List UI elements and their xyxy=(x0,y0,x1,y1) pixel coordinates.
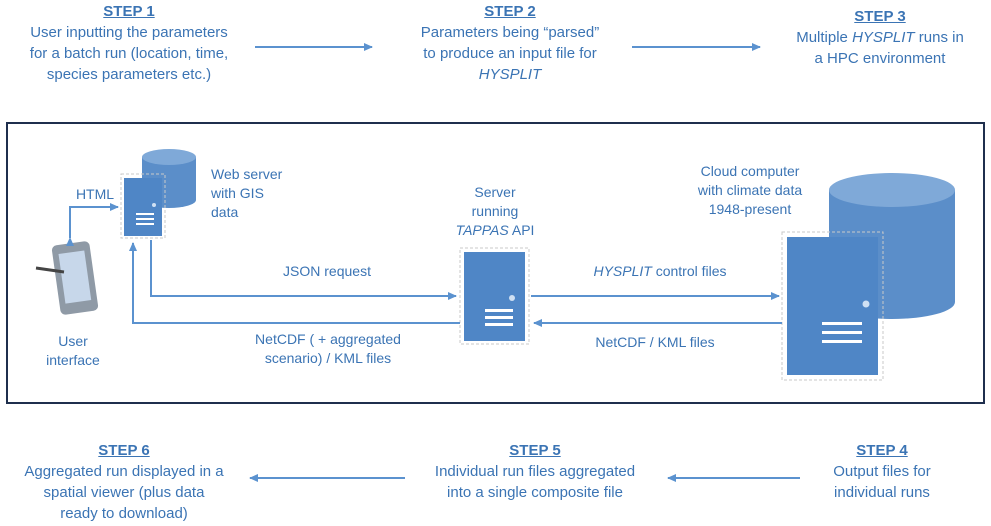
step-6-line-1: Aggregated run displayed in a xyxy=(24,463,224,480)
step-5-line-1: Individual run files aggregated xyxy=(434,463,636,480)
tappas-server-label-line-2: running xyxy=(471,203,519,219)
step-5-title: STEP 5 xyxy=(509,442,561,459)
netcdf-aggregated-line-2: scenario) / KML files xyxy=(264,350,392,366)
step-1-line-3: species parameters etc.) xyxy=(46,66,212,83)
step-3-line-2: a HPC environment xyxy=(814,50,946,67)
step-1-line-1: User inputting the parameters xyxy=(30,24,228,41)
web-server-tower-icon xyxy=(120,173,166,239)
step-6-line-2: spatial viewer (plus data xyxy=(43,484,205,501)
step-3-line-1-italic: HYSPLIT xyxy=(852,29,915,46)
arrow-netcdf-aggregated-return xyxy=(129,242,460,324)
cloud-computer-label-line-1: Cloud computer xyxy=(700,163,800,179)
cloud-computer-tower-icon xyxy=(781,231,884,381)
step-3-title: STEP 3 xyxy=(854,8,906,25)
netcdf-aggregated-label: NetCDF ( + aggregated scenario) / KML fi… xyxy=(228,330,428,368)
step-4-line-2: individual runs xyxy=(834,484,930,501)
tappas-api-text: API xyxy=(508,222,535,238)
step-2-line-1: Parameters being “parsed” xyxy=(420,24,600,41)
hysplit-italic: HYSPLIT xyxy=(593,263,652,279)
cloud-computer-label-line-2: with climate data xyxy=(697,182,803,198)
control-files-text: control files xyxy=(651,263,727,279)
step-6-line-3: ready to download) xyxy=(60,505,188,522)
hysplit-control-files-label: HYSPLIT control files xyxy=(570,262,750,281)
json-request-label: JSON request xyxy=(283,263,371,279)
tappas-italic: TAPPAS xyxy=(455,222,509,238)
arrow-html-bidirectional xyxy=(66,203,119,246)
netcdf-aggregated-line-1: NetCDF ( + aggregated xyxy=(255,331,401,347)
cloud-computer-label-line-3: 1948-present xyxy=(708,201,792,217)
user-interface-label-line-1: User xyxy=(58,333,88,349)
step-4-title: STEP 4 xyxy=(856,442,908,459)
web-server-label-line-1: Web server xyxy=(211,166,283,182)
tablet-user-interface-icon xyxy=(35,241,99,315)
step-6-title: STEP 6 xyxy=(98,442,150,459)
tappas-server-label-line-3: TAPPAS API xyxy=(430,221,560,240)
step-2: STEP 2 Parameters being “parsed” to prod… xyxy=(390,1,630,85)
tappas-server-tower-icon xyxy=(459,247,530,345)
step-4: STEP 4 Output files for individual runs xyxy=(800,440,964,503)
step-3: STEP 3 Multiple HYSPLIT runs in a HPC en… xyxy=(770,6,990,69)
step-3-line-1-pre: Multiple xyxy=(796,29,853,46)
system-architecture-frame xyxy=(6,122,985,404)
step-4-line-1: Output files for xyxy=(833,463,931,480)
web-server-label-line-3: data xyxy=(211,204,239,220)
tappas-server-label-line-1: Server xyxy=(474,184,516,200)
arrow-json-request xyxy=(150,240,457,300)
cloud-computer-label: Cloud computer with climate data 1948-pr… xyxy=(675,162,825,219)
step-1: STEP 1 User inputting the parameters for… xyxy=(0,1,258,85)
step-1-line-2: for a batch run (location, time, xyxy=(29,45,229,62)
html-label: HTML xyxy=(75,186,115,202)
step-1-title: STEP 1 xyxy=(103,3,155,20)
web-server-label-line-2: with GIS xyxy=(211,185,264,201)
step-2-line-2: to produce an input file for xyxy=(423,45,597,62)
step-2-title: STEP 2 xyxy=(484,3,536,20)
step-5: STEP 5 Individual run files aggregated i… xyxy=(408,440,662,503)
step-2-line-3: HYSPLIT xyxy=(478,66,542,83)
step-5-line-2: into a single composite file xyxy=(447,484,623,501)
step-3-line-1-post: runs in xyxy=(914,29,964,46)
user-interface-label-line-2: interface xyxy=(46,352,100,368)
web-server-label: Web server with GIS data xyxy=(211,165,311,222)
step-6: STEP 6 Aggregated run displayed in a spa… xyxy=(0,440,248,524)
user-interface-label: User interface xyxy=(36,332,110,370)
step-3-line-1: Multiple HYSPLIT runs in xyxy=(770,27,990,48)
tappas-server-label: Server running TAPPAS API xyxy=(430,183,560,240)
netcdf-kml-label: NetCDF / KML files xyxy=(595,334,715,350)
